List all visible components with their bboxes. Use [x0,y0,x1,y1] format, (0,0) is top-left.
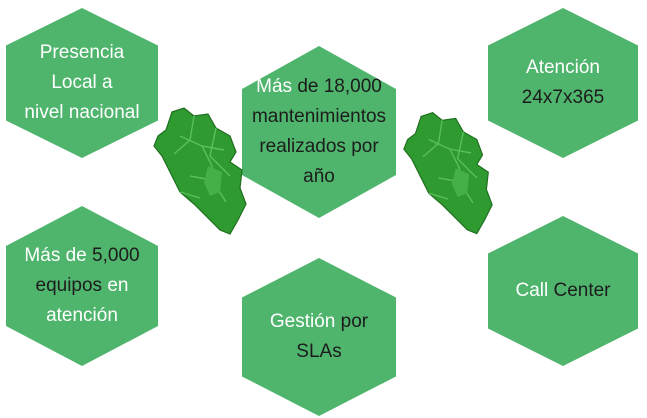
peru-map-highlight [204,166,222,196]
hex-equipos: Más de 5,000 equipos en atención [6,206,158,366]
peru-map-shape [153,107,247,235]
hex-call-center: Call Center [488,216,638,366]
peru-map-icon [153,107,247,235]
gestion-line-1: Gestión por [270,307,368,337]
mantenimientos-line-3: realizados por año [259,136,379,187]
hex-mantenimientos-text: Más de 18,000 mantenimientos realizados … [242,72,396,192]
presencia-line-2: nivel nacional [24,102,140,123]
hex-gestion: Gestión por SLAs [242,258,396,416]
equipos-word-de: de [65,245,87,266]
mantenimientos-line-1: Más de 18,000 [252,72,386,102]
peru-map-highlight [451,168,470,198]
hex-gestion-text: Gestión por SLAs [260,307,378,367]
peru-map-shape [403,111,493,235]
hex-presencia-local: Presencia Local a nivel nacional [6,8,158,158]
hex-call-text: Call Center [505,276,620,306]
equipos-line-1: Más de 5,000 [24,241,139,271]
hex-atencion: Atención 24x7x365 [488,8,638,158]
hex-atencion-text: Atención 24x7x365 [488,53,638,113]
mantenimientos-line-2: mantenimientos [251,106,387,127]
equipos-word-mas: Más [24,245,61,266]
hex-equipos-text: Más de 5,000 equipos en atención [14,241,149,331]
atencion-hours: 24x7x365 [521,87,605,108]
presencia-line-1: Presencia Local a [39,42,125,93]
peru-map-icon [403,111,493,235]
equipos-word: equipos [35,275,103,296]
atencion-word: Atención [526,57,600,78]
gestion-word: Gestión [269,311,336,332]
peru-map-regions [422,120,478,204]
equipos-line-2: equipos en [24,271,139,301]
mantenimientos-word-count: de 18,000 [297,76,382,97]
equipos-word-en: en [107,275,129,296]
center-word: Center [553,280,611,301]
equipos-count: 5,000 [92,245,140,266]
gestion-word-por: por [340,311,369,332]
call-word: Call [515,280,549,301]
hex-mantenimientos: Más de 18,000 mantenimientos realizados … [242,46,396,218]
mantenimientos-word-mas: Más [256,76,293,97]
peru-map-regions [173,115,231,203]
hex-presencia-text: Presencia Local a nivel nacional [6,38,158,128]
gestion-line-2: SLAs [296,341,342,362]
equipos-line-3: atención [46,305,118,326]
